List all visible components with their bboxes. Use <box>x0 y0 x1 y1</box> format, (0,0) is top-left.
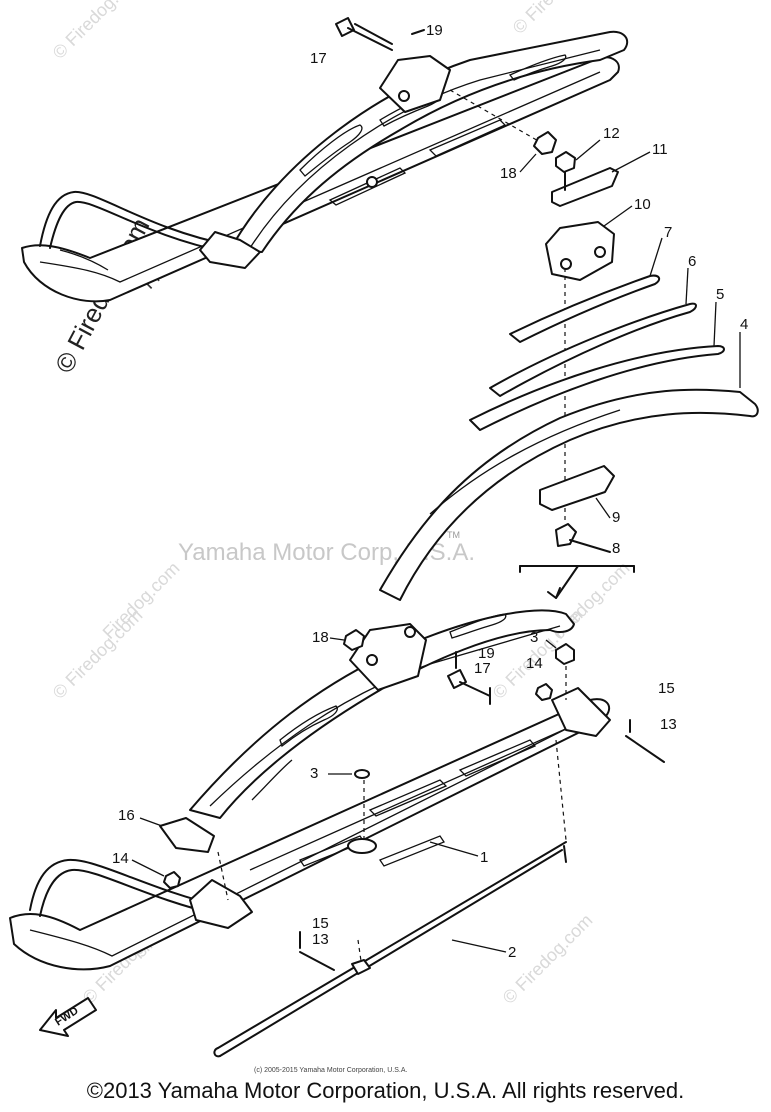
footer-copyright: ©2013 Yamaha Motor Corporation, U.S.A. A… <box>86 1078 685 1103</box>
watermark-site: © Firedog.com <box>49 0 147 63</box>
callout-19b: 19 <box>478 645 495 662</box>
callout-19: 19 <box>426 22 443 39</box>
watermark-site-plain: Firedog.com <box>99 558 184 643</box>
watermark-tm: TM <box>447 530 460 540</box>
callout-8: 8 <box>612 540 620 557</box>
callout-17: 17 <box>310 50 327 67</box>
callout-14: 14 <box>526 655 543 672</box>
exploded-spring-stack <box>379 151 759 601</box>
callout-7: 7 <box>664 224 672 241</box>
callout-13: 13 <box>660 716 677 733</box>
callout-13b: 13 <box>312 931 329 948</box>
callout-4: 4 <box>740 316 748 333</box>
callout-2: 2 <box>508 944 516 961</box>
fine-print: (c) 2005-2015 Yamaha Motor Corporation, … <box>254 1067 407 1074</box>
callout-5: 5 <box>716 286 724 303</box>
callout-3b: 3 <box>310 765 318 782</box>
fwd-arrow: FWD <box>39 997 97 1037</box>
callout-1: 1 <box>480 849 488 866</box>
bottom-ski-assembly <box>9 609 665 1058</box>
callout-14b: 14 <box>112 850 129 867</box>
callout-15: 15 <box>658 680 675 697</box>
top-ski-assembly <box>21 17 629 303</box>
callout-12: 12 <box>603 125 620 142</box>
watermark-site: © Firedog.com <box>509 0 607 38</box>
callout-10: 10 <box>634 196 651 213</box>
callouts: 19 17 18 12 11 10 7 6 5 4 9 8 18 3 19 14… <box>112 22 748 961</box>
callout-9: 9 <box>612 509 620 526</box>
callout-16: 16 <box>118 807 135 824</box>
callout-17b: 17 <box>474 660 491 677</box>
callout-11: 11 <box>652 141 668 158</box>
callout-3: 3 <box>530 629 538 646</box>
callout-18b: 18 <box>312 629 329 646</box>
callout-18: 18 <box>500 165 517 182</box>
callout-6: 6 <box>688 253 696 270</box>
callout-15b: 15 <box>312 915 329 932</box>
